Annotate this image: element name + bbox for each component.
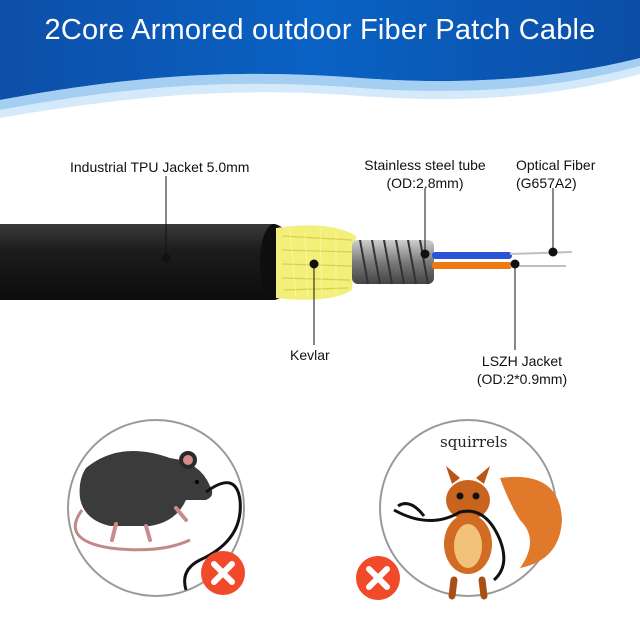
lszh-jacket-label-line2: (OD:2*0.9mm) xyxy=(476,371,568,387)
tpu-jacket xyxy=(0,224,292,300)
page-title: 2Core Armored outdoor Fiber Patch Cable xyxy=(44,14,596,46)
squirrel-icon xyxy=(393,466,562,600)
rat-illustration xyxy=(67,419,245,597)
rat-icon xyxy=(73,450,242,591)
lszh-jacket-label: LSZH Jacket (OD:2*0.9mm) xyxy=(462,352,582,388)
lszh-jacket-label-line1: LSZH Jacket xyxy=(481,353,563,369)
squirrel-illustration xyxy=(356,419,562,600)
cross-icon xyxy=(201,551,245,595)
optical-fiber-label-line2: (G657A2) xyxy=(516,175,577,191)
optical-fiber-label-line1: Optical Fiber xyxy=(516,157,596,173)
leader-lines xyxy=(161,176,558,350)
optical-fiber-label: Optical Fiber (G657A2) xyxy=(516,156,595,192)
steel-tube-label-line1: Stainless steel tube xyxy=(364,157,486,173)
steel-tube-label-line2: (OD:2.8mm) xyxy=(386,175,464,191)
cross-icon xyxy=(356,556,400,600)
lszh-fibers xyxy=(432,252,512,269)
title-banner xyxy=(0,0,640,118)
tpu-jacket-label: Industrial TPU Jacket 5.0mm xyxy=(70,159,250,175)
squirrels-caption: squirrels xyxy=(440,433,508,451)
stainless-steel-tube xyxy=(352,239,434,285)
kevlar-label: Kevlar xyxy=(290,347,330,363)
steel-tube-label: Stainless steel tube (OD:2.8mm) xyxy=(360,156,490,192)
optical-fibers xyxy=(509,251,573,267)
